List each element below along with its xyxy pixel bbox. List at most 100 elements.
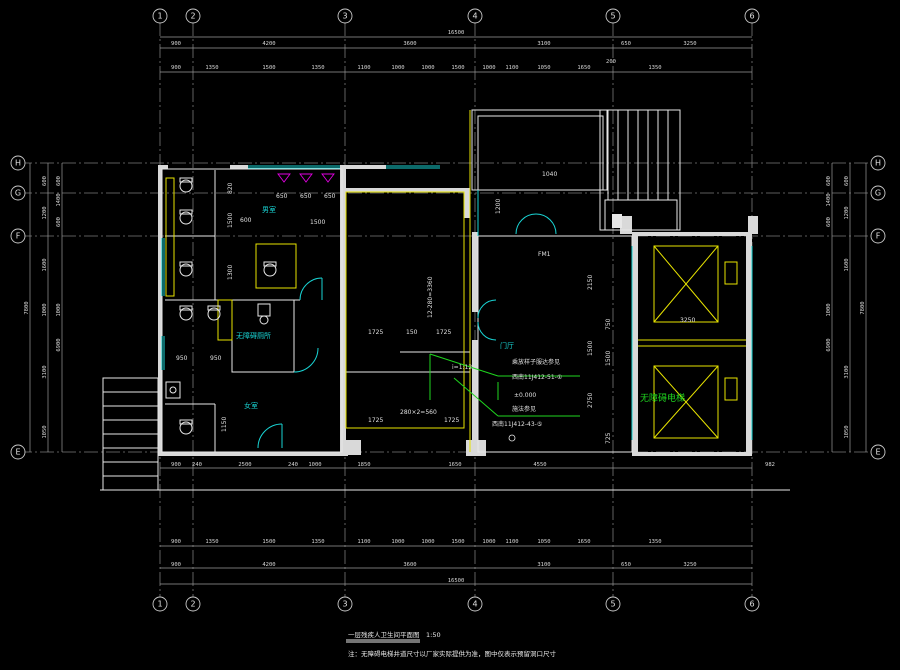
top-dim-3-1: 1350 [205, 65, 218, 71]
womens-room-label: 女室 [244, 401, 258, 410]
bottom-dim-3-9: 1100 [505, 539, 518, 545]
axis-label-h-left: H [15, 159, 21, 168]
interior-dim-3: 1725 [368, 417, 383, 424]
bottom-inner-4: 1000 [308, 462, 321, 468]
notes: 乘放样子服达参见 西南11J412-51-① 施法参见 西南11J412-43-… [176, 171, 695, 444]
axis-label-4-bottom: 4 [472, 600, 477, 609]
top-dim-2-4: 650 [621, 41, 631, 47]
axis-label-e-right: E [875, 448, 880, 457]
axis-bubbles-right: H G F E [870, 155, 886, 460]
top-dim-3-2: 1500 [262, 65, 275, 71]
lobby-label: 门厅 [500, 341, 514, 350]
vert-dim-0: 820 [227, 182, 234, 194]
interior-dim-0: 1725 [368, 329, 383, 336]
vert-dim-4: 750 [605, 318, 612, 330]
room-small-1: 650 [300, 193, 312, 200]
bottom-dim-3-0: 900 [171, 539, 181, 545]
bottom-dimensions: 900 240 2500 240 1000 1850 1650 4550 982… [160, 462, 775, 585]
top-dim-3-7: 1500 [451, 65, 464, 71]
top-overall-dim: 16500 [448, 30, 465, 36]
bottom-dim-3-2: 1500 [262, 539, 275, 545]
left-b-1: 1400 [56, 193, 62, 206]
axis-label-6-bottom: 6 [749, 600, 754, 609]
right-dimensions: 7800 600 1200 1600 3100 1050 600 1400 60… [826, 163, 867, 452]
bottom-inner-0: 900 [171, 462, 181, 468]
interior-dim-5: 3250 [680, 317, 695, 324]
toilet-icon [207, 305, 221, 321]
right-a-1: 1200 [844, 206, 850, 219]
section-mark-icon [508, 434, 516, 442]
bottom-dim-2-1: 4200 [262, 562, 275, 568]
room-small-8: 1040 [542, 171, 557, 178]
bottom-inner-8: 982 [765, 462, 775, 468]
bottom-inner-3: 240 [288, 462, 298, 468]
right-a-3: 3100 [844, 365, 850, 378]
bottom-dim-3-5: 1000 [391, 539, 404, 545]
bottom-dim-3-8: 1000 [482, 539, 495, 545]
right-b-3: 1000 [826, 303, 832, 316]
top-dim-3-9: 1100 [505, 65, 518, 71]
room-small-4: 950 [176, 355, 188, 362]
axis-label-3: 3 [342, 12, 347, 21]
top-dim-3-10: 1050 [537, 65, 550, 71]
axis-label-3-bottom: 3 [342, 600, 347, 609]
right-overall: 7800 [860, 301, 866, 314]
room-labels: 男室 女室 无障碍厕所 门厅 无障碍电梯 [236, 205, 685, 410]
yellow-elements [165, 110, 746, 452]
axis-label-g-left: G [15, 189, 21, 198]
top-dimensions: 16500 900 4200 3600 3100 650 3250 200 90… [160, 30, 752, 73]
axis-label-6: 6 [749, 12, 754, 21]
right-a-0: 600 [844, 176, 850, 186]
top-dim-2-1: 4200 [262, 41, 275, 47]
room-small-6: 1150 [221, 417, 228, 432]
drawing-scale: 1:50 [426, 631, 441, 639]
bottom-dim-2-5: 3250 [683, 562, 696, 568]
top-dim-3-0: 900 [171, 65, 181, 71]
lobby-note-3: 施法参见 [512, 405, 536, 413]
interior-dim-2: 1725 [436, 329, 451, 336]
bottom-dim-3-3: 1350 [311, 539, 324, 545]
right-b-2: 600 [826, 217, 832, 227]
urinal-icon [277, 173, 335, 183]
axis-label-5-bottom: 5 [610, 600, 615, 609]
fixtures [165, 173, 335, 435]
room-small-3: 1500 [310, 219, 325, 226]
room-small-5: 950 [210, 355, 222, 362]
left-a-5: 1050 [42, 425, 48, 438]
bottom-inner-7: 4550 [533, 462, 546, 468]
bottom-dim-2-2: 3600 [403, 562, 416, 568]
left-dimensions: 7800 600 1200 1600 1000 3100 1050 600 14… [24, 163, 63, 452]
bottom-dim-3-6: 1000 [421, 539, 434, 545]
axis-bubbles-left: H G F E [10, 155, 26, 460]
axis-label-2-bottom: 2 [190, 600, 195, 609]
mens-room-label: 男室 [262, 205, 276, 214]
left-b-3: 1000 [56, 303, 62, 316]
left-a-3: 1000 [42, 303, 48, 316]
left-b-4: 6900 [56, 338, 62, 351]
vert-dim-6: 1500 [605, 351, 612, 366]
axis-label-e-left: E [15, 448, 20, 457]
interior-dim-7: 280×2=560 [400, 409, 437, 416]
bottom-dim-3-10: 1050 [537, 539, 550, 545]
left-a-4: 3100 [42, 365, 48, 378]
door-mark: FM1 [538, 251, 551, 258]
axis-label-f-right: F [876, 232, 881, 241]
top-dim-3-5: 1000 [391, 65, 404, 71]
toilet-icon [257, 303, 271, 325]
lobby-note-1: 乘放样子服达参见 [512, 358, 560, 366]
room-small-0: 650 [276, 193, 288, 200]
axis-label-5: 5 [610, 12, 615, 21]
toilet-icon [179, 305, 193, 321]
bottom-dim-3-12: 1350 [648, 539, 661, 545]
elevator-label: 无障碍电梯 [640, 392, 685, 404]
bottom-inner-5: 1850 [357, 462, 370, 468]
cyan-elements [161, 165, 753, 449]
lobby-note-2: 西南11J412-51-① [512, 373, 562, 381]
bottom-dim-2-0: 900 [171, 562, 181, 568]
axis-bubbles-bottom: 1 2 3 4 5 6 [152, 596, 760, 612]
bottom-dim-3-11: 1650 [577, 539, 590, 545]
lobby-note-4: 西南11J412-43-⑤ [492, 420, 542, 428]
toilet-icon [263, 261, 277, 277]
top-dim-3-4: 1100 [357, 65, 370, 71]
building-walls [158, 165, 758, 456]
